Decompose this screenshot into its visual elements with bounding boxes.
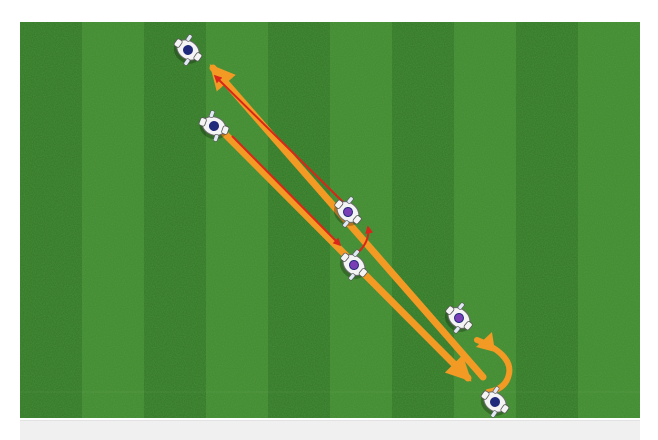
player-p5 [438, 297, 480, 339]
player-p3 [327, 191, 369, 233]
pass-arrow-2 [231, 135, 342, 247]
turn-arrow-head [476, 332, 495, 352]
drill-diagram [20, 22, 640, 418]
pitch-canvas [20, 22, 640, 418]
player-p4 [333, 244, 375, 286]
pass-arrow-1 [213, 74, 347, 206]
grass-texture [20, 22, 640, 418]
caption-bar [20, 420, 640, 440]
